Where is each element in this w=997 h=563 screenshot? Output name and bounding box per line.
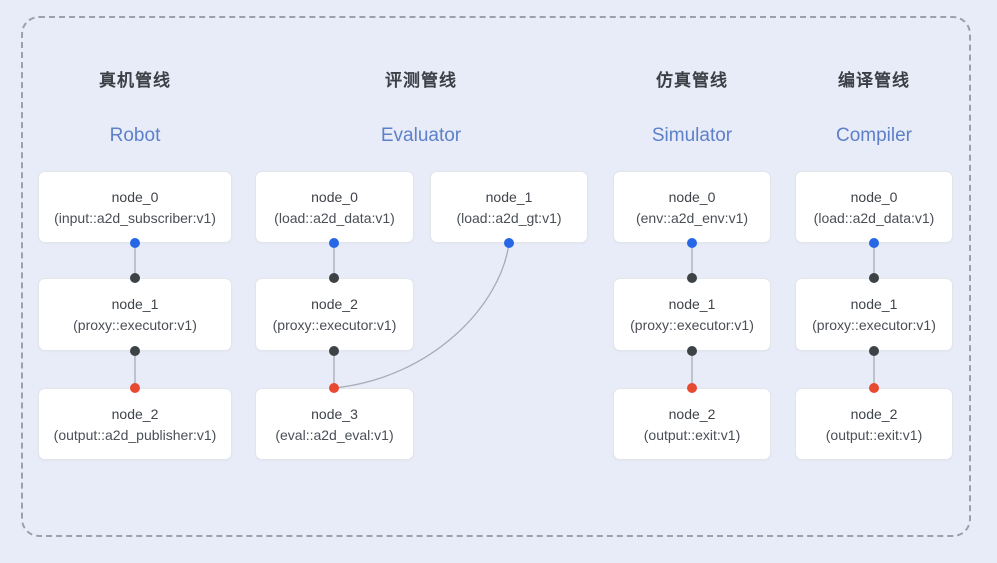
header-zh-compiler: 编译管线	[838, 71, 910, 90]
node-name: node_0	[850, 188, 898, 205]
node-type: (proxy::executor:v1)	[272, 317, 397, 333]
node-name: node_1	[668, 296, 716, 312]
node-name: node_0	[668, 188, 716, 205]
node-name: node_1	[111, 296, 159, 312]
red-port-dot	[329, 383, 339, 393]
black-port-dot	[687, 346, 697, 356]
node-type: (load::a2d_data:v1)	[813, 209, 935, 226]
red-port-dot	[687, 383, 697, 393]
header-en-robot: Robot	[109, 125, 161, 146]
header-zh-evaluator: 评测管线	[385, 71, 457, 90]
node-name: node_1	[850, 296, 898, 312]
node-simulator-0: node_0 (env::a2d_env:v1)	[613, 171, 771, 243]
black-port-dot	[329, 346, 339, 356]
node-evaluator-2: node_2 (proxy::executor:v1)	[255, 278, 414, 351]
black-port-dot	[329, 273, 339, 283]
black-port-dot	[130, 346, 140, 356]
node-evaluator-1: node_1 (load::a2d_gt:v1)	[430, 171, 588, 243]
node-type: (env::a2d_env:v1)	[635, 209, 749, 226]
black-port-dot	[869, 273, 879, 283]
blue-port-dot	[504, 238, 514, 248]
blue-port-dot	[329, 238, 339, 248]
node-simulator-1: node_1 (proxy::executor:v1)	[613, 278, 771, 351]
black-port-dot	[869, 346, 879, 356]
header-zh-robot: 真机管线	[99, 71, 171, 90]
node-name: node_0	[311, 188, 358, 205]
node-type: (load::a2d_data:v1)	[274, 209, 395, 226]
node-compiler-2: node_2 (output::exit:v1)	[795, 388, 953, 460]
node-type: (proxy::executor:v1)	[812, 317, 936, 333]
node-compiler-1: node_1 (proxy::executor:v1)	[795, 278, 953, 351]
blue-port-dot	[687, 238, 697, 248]
node-type: (eval::a2d_eval:v1)	[275, 426, 394, 443]
node-simulator-2: node_2 (output::exit:v1)	[613, 388, 771, 460]
node-name: node_1	[485, 188, 533, 205]
node-name: node_2	[111, 405, 159, 422]
edge-eval-n1-n3-curve	[333, 242, 510, 389]
node-type: (output::exit:v1)	[825, 426, 923, 443]
node-robot-1: node_1 (proxy::executor:v1)	[38, 278, 232, 351]
node-type: (input::a2d_subscriber:v1)	[54, 209, 216, 226]
node-name: node_3	[311, 405, 358, 422]
node-type: (output::a2d_publisher:v1)	[53, 426, 217, 443]
node-compiler-0: node_0 (load::a2d_data:v1)	[795, 171, 953, 243]
blue-port-dot	[869, 238, 879, 248]
node-robot-0: node_0 (input::a2d_subscriber:v1)	[38, 171, 232, 243]
red-port-dot	[869, 383, 879, 393]
red-port-dot	[130, 383, 140, 393]
header-en-simulator: Simulator	[651, 125, 733, 146]
node-name: node_0	[111, 188, 159, 205]
black-port-dot	[687, 273, 697, 283]
header-en-evaluator: Evaluator	[380, 125, 462, 146]
node-name: node_2	[668, 405, 716, 422]
node-evaluator-3: node_3 (eval::a2d_eval:v1)	[255, 388, 414, 460]
blue-port-dot	[130, 238, 140, 248]
node-name: node_2	[311, 296, 358, 312]
black-port-dot	[130, 273, 140, 283]
node-name: node_2	[850, 405, 898, 422]
node-type: (output::exit:v1)	[643, 426, 741, 443]
header-zh-simulator: 仿真管线	[656, 71, 728, 90]
node-type: (proxy::executor:v1)	[73, 317, 197, 333]
dashed-border-frame	[21, 16, 971, 537]
node-robot-2: node_2 (output::a2d_publisher:v1)	[38, 388, 232, 460]
node-type: (load::a2d_gt:v1)	[456, 209, 562, 226]
header-en-compiler: Compiler	[835, 125, 913, 146]
node-type: (proxy::executor:v1)	[630, 317, 754, 333]
node-evaluator-0: node_0 (load::a2d_data:v1)	[255, 171, 414, 243]
